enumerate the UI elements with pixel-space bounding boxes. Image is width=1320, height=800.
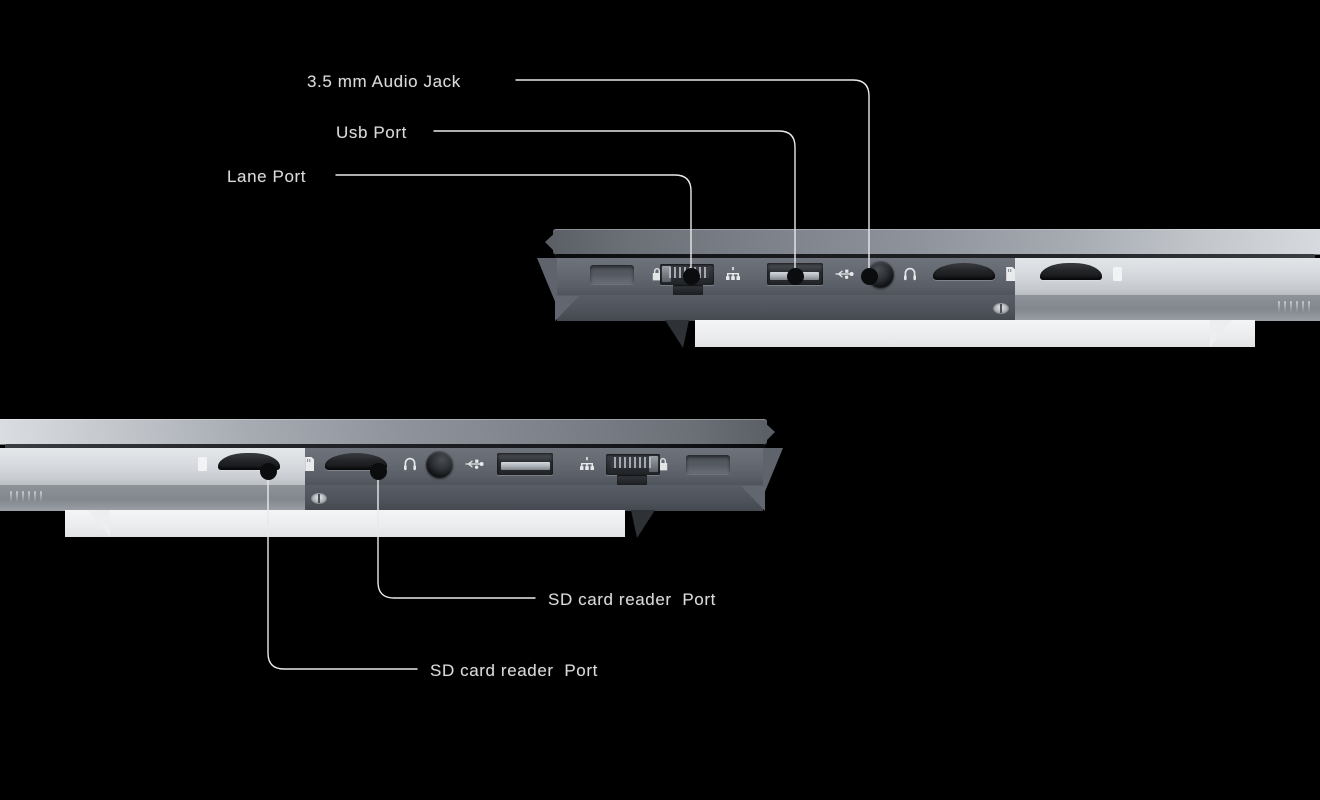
bottom-laptop-chassis-light — [0, 485, 305, 511]
top-laptop — [537, 225, 1320, 360]
headphone-icon — [403, 457, 417, 471]
ethernet-icon — [580, 457, 594, 470]
memory-card-icon — [304, 457, 315, 471]
bottom-laptop-audio-jack — [426, 451, 453, 478]
callout-dot-audio-jack — [861, 268, 878, 285]
callout-dot-sd-card-reader-1 — [370, 463, 387, 480]
top-laptop-lid-gap — [555, 254, 1315, 259]
bottom-laptop-chassis-dark — [303, 485, 763, 511]
usb-icon — [465, 458, 485, 470]
headphone-icon — [903, 267, 917, 281]
padlock-icon — [656, 456, 670, 472]
bottom-laptop-chassis-screw — [311, 493, 327, 504]
top-laptop-chassis-screw — [993, 303, 1009, 314]
top-laptop-foot — [555, 296, 579, 321]
bottom-laptop-foot — [741, 486, 765, 511]
top-laptop-lid — [545, 229, 1320, 255]
bottom-laptop-underside-panel — [65, 510, 625, 537]
top-laptop-underside-panel — [695, 320, 1255, 347]
callout-label-sd-card-reader-1: SD card reader Port — [548, 590, 716, 609]
bottom-laptop-lid — [0, 419, 767, 445]
top-laptop-underside-leg — [665, 320, 689, 348]
callout-label-usb-port: Usb Port — [336, 123, 407, 142]
top-laptop-card-slot-2 — [1040, 263, 1102, 280]
callout-dot-usb-port — [787, 268, 804, 285]
bottom-laptop-lan-port — [606, 454, 660, 475]
bottom-laptop-lan-port-under — [617, 475, 647, 485]
top-laptop-card-slot-1 — [933, 263, 995, 280]
top-laptop-chassis-dark — [557, 295, 1017, 321]
top-laptop-underside-tip — [1210, 320, 1232, 347]
callout-label-audio-jack: 3.5 mm Audio Jack — [307, 72, 461, 91]
memory-card-icon — [1005, 267, 1016, 281]
callout-dot-lan-port — [683, 268, 700, 285]
bottom-laptop-kensington-lock-slot — [686, 455, 730, 474]
callout-dot-sd-card-reader-2 — [260, 463, 277, 480]
bottom-laptop — [0, 415, 783, 550]
bottom-laptop-underside-leg — [631, 510, 655, 538]
top-laptop-chassis-light — [1015, 295, 1320, 321]
usb-icon — [835, 268, 855, 280]
ethernet-icon — [726, 267, 740, 280]
top-laptop-vent-slits — [1278, 301, 1310, 313]
top-laptop-kensington-lock-slot — [590, 265, 634, 284]
sd-card-icon — [198, 457, 207, 471]
sd-card-icon — [1113, 267, 1122, 281]
top-laptop-lan-port-under — [673, 285, 703, 295]
bottom-laptop-underside-tip — [88, 510, 110, 537]
callout-label-lan-port: Lane Port — [227, 167, 307, 186]
padlock-icon — [650, 266, 664, 282]
bottom-laptop-usb-port — [497, 453, 553, 475]
bottom-laptop-vent-slits — [10, 491, 42, 503]
callout-label-sd-card-reader-2: SD card reader Port — [430, 661, 598, 680]
